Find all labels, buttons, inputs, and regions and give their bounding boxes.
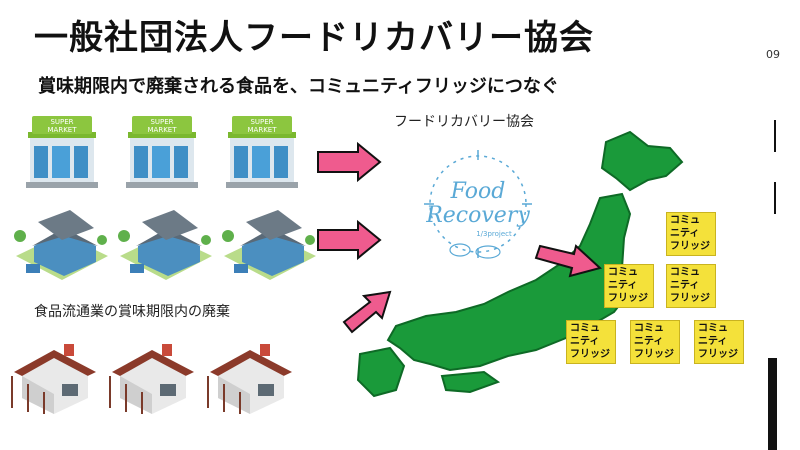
fridge-label-line2: ニティ (608, 280, 638, 291)
page-title: 一般社団法人フードリカバリー協会 (34, 18, 594, 58)
shop-icon (11, 344, 96, 414)
page-number: 09 (766, 48, 780, 61)
shop-icon (109, 344, 194, 414)
fridge-label-line2: ニティ (570, 336, 600, 347)
fridge-label-line1: コミュ (670, 267, 700, 278)
page-subtitle: 賞味期限内で廃棄される食品を、コミュニティフリッジにつなぐ (38, 76, 559, 97)
fridge-label-line3: フリッジ (670, 241, 710, 252)
divider-bar-2 (774, 182, 776, 214)
community-fridge-icon: コミュ ニティ フリッジ (666, 212, 716, 256)
community-fridge-icon: コミュ ニティ フリッジ (694, 320, 744, 364)
community-fridge-icon: コミュ ニティ フリッジ (604, 264, 654, 308)
fridge-label-line1: コミュ (608, 267, 638, 278)
flow-arrows (317, 141, 603, 334)
arrow-icon (317, 219, 382, 261)
store-sign-line1: SUPER (150, 118, 173, 126)
arrow-icon (317, 141, 382, 183)
supermarket-icon: SUPER MARKET (126, 116, 198, 188)
fridge-label-line1: コミュ (670, 215, 700, 226)
store-sign-line2: MARKET (148, 126, 178, 134)
warehouse-icon (222, 210, 316, 280)
fridge-label-line3: フリッジ (698, 349, 738, 360)
fridge-label-line2: ニティ (670, 228, 700, 239)
fridge-label-line2: ニティ (634, 336, 664, 347)
fridge-label-line3: フリッジ (670, 293, 710, 304)
community-fridge-icon: コミュ ニティ フリッジ (566, 320, 616, 364)
divider-bar-1 (774, 120, 776, 152)
fridge-label-line1: コミュ (698, 323, 728, 334)
shop-illustration (11, 344, 292, 414)
fridge-label-line3: フリッジ (570, 349, 610, 360)
supermarket-illustration: SUPER MARKET SUPER MARKET SUPER MARKET (26, 116, 298, 188)
food-recovery-logo: Food Recovery 1/3project (424, 150, 532, 259)
community-fridge-icon: コミュ ニティ フリッジ (630, 320, 680, 364)
warehouse-illustration (14, 210, 316, 280)
logo-word-recovery: Recovery (425, 203, 530, 228)
community-fridge-icon: コミュ ニティ フリッジ (666, 264, 716, 308)
logo-subtitle: 1/3project (476, 230, 512, 238)
shop-icon (207, 344, 292, 414)
organization-label: フードリカバリー協会 (394, 114, 534, 130)
fridge-label-line3: フリッジ (608, 293, 648, 304)
arrow-icon (534, 244, 603, 278)
store-sign-line2: MARKET (248, 126, 278, 134)
fridge-label-line3: フリッジ (634, 349, 674, 360)
logo-word-food: Food (450, 179, 506, 204)
arrow-icon (342, 290, 392, 334)
fridge-label-line2: ニティ (698, 336, 728, 347)
distribution-caption: 食品流通業の賞味期限内の廃棄 (34, 304, 230, 320)
store-sign-line2: MARKET (48, 126, 78, 134)
warehouse-icon (14, 210, 108, 280)
fridge-label-line1: コミュ (570, 323, 600, 334)
fridge-label-line2: ニティ (670, 280, 700, 291)
supermarket-icon: SUPER MARKET (226, 116, 298, 188)
fridge-label-line1: コミュ (634, 323, 664, 334)
store-sign-line1: SUPER (250, 118, 273, 126)
divider-bar-3 (768, 358, 777, 450)
warehouse-icon (118, 210, 212, 280)
supermarket-icon: SUPER MARKET (26, 116, 98, 188)
store-sign-line1: SUPER (50, 118, 73, 126)
